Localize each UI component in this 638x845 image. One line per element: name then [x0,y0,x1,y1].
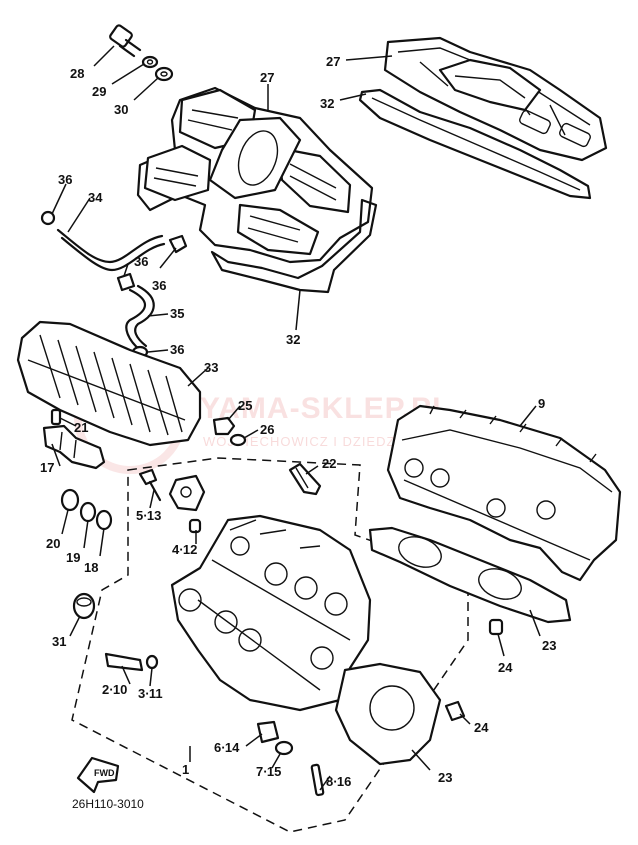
hose-35 [125,284,155,352]
callout-36-a: 36 [58,172,72,187]
head-cover-27-rear [383,36,608,162]
washer-26 [229,433,247,447]
pin-4 [188,518,202,534]
gasket-32-front [210,198,378,294]
bolt-28 [109,24,142,58]
callout-5-13: 5∙13 [136,508,161,523]
bolt-25 [212,416,236,436]
callout-35: 35 [170,306,184,321]
callout-36-d: 36 [170,342,184,357]
head-gasket-23-front [334,662,442,766]
washer-29 [141,55,159,69]
callout-23-rear: 23 [542,638,556,653]
rocker-part [168,474,206,512]
gasket-32-rear [358,88,592,200]
cylinder-head-1 [170,514,372,712]
callout-19: 19 [66,550,80,565]
part-code: 26H110-3010 [72,797,144,811]
breather-cover-33 [16,320,202,447]
fitting-17 [42,424,106,470]
callout-29: 29 [92,84,106,99]
callout-2-10: 2∙10 [102,682,127,697]
callout-7-15: 7∙15 [256,764,281,779]
washer-7 [274,740,294,756]
callout-34: 34 [88,190,103,205]
callout-27-rear: 27 [326,54,340,69]
callouts: 28 29 30 27 27 32 32 36 34 36 36 35 36 3… [40,54,556,789]
dowel-24-a [488,618,504,636]
pin-21 [50,408,62,426]
callout-21: 21 [74,420,88,435]
dowel-24-b [444,700,466,722]
cylinder-head-9 [386,404,622,582]
clamp-36-c [116,272,136,292]
plug-31 [72,592,96,620]
clamp-36-a [40,210,56,226]
bolt-5 [138,468,162,502]
seal-3 [145,654,159,670]
callout-24-b: 24 [474,720,489,735]
callout-6-14: 6∙14 [214,740,240,755]
spark-plug-22 [288,462,322,496]
callout-4-12: 4∙12 [172,542,197,557]
head-gasket-23-rear [368,526,572,624]
callout-20: 20 [46,536,60,551]
callout-9: 9 [538,396,545,411]
callout-31: 31 [52,634,66,649]
callout-23-front: 23 [438,770,452,785]
callout-30: 30 [114,102,128,117]
valve-guide-2 [104,652,144,672]
callout-28: 28 [70,66,84,81]
head-cover-27-front [136,86,374,264]
o-ring-18 [95,509,113,531]
callout-3-11: 3∙11 [138,686,163,701]
callout-8-16: 8∙16 [326,774,351,789]
callout-27-front: 27 [260,70,274,85]
callout-36-b: 36 [134,254,148,269]
callout-17: 17 [40,460,54,475]
callout-36-c: 36 [152,278,166,293]
hose-34 [56,228,166,272]
o-ring-19 [79,501,97,523]
callout-18: 18 [84,560,98,575]
forward-arrow-icon: FWD [76,756,120,794]
leader-lines [51,45,541,791]
callout-26: 26 [260,422,274,437]
assembly-boundary [71,457,469,833]
callout-24-a: 24 [498,660,513,675]
callout-25: 25 [238,398,252,413]
callout-32-rear: 32 [320,96,334,111]
stud-8 [310,763,325,797]
forward-arrow-label: FWD [94,768,115,778]
callout-32-front: 32 [286,332,300,347]
callout-22: 22 [322,456,336,471]
clamp-36-b [168,234,188,254]
callout-33: 33 [204,360,218,375]
callout-1: 1 [182,762,189,777]
o-ring-20 [60,488,80,512]
washer-30 [154,66,174,82]
nut-6 [256,720,280,744]
